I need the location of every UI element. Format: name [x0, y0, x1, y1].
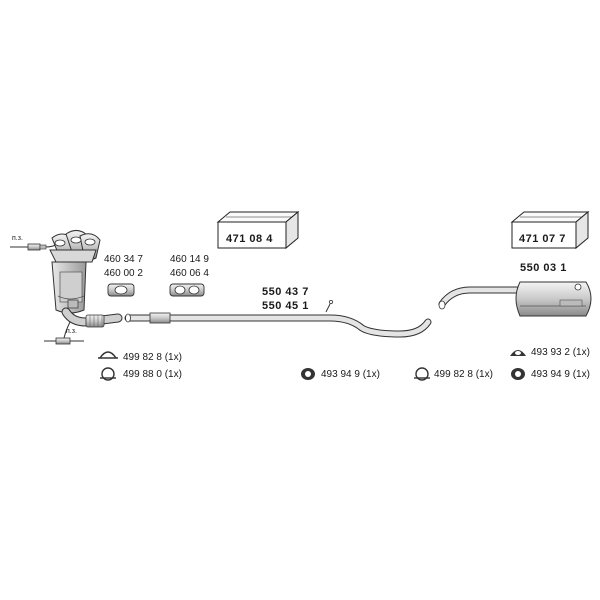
exhaust-manifold — [49, 230, 101, 263]
clamp-icon — [414, 367, 430, 381]
box-icon — [510, 210, 590, 250]
middle-pipe-number: 550 43 7 — [262, 286, 309, 298]
front-pipe — [61, 307, 123, 328]
fitting-label: 499 82 8 (1x) — [434, 369, 493, 380]
left-box-number: 471 08 4 — [226, 233, 273, 245]
gasket-icon — [107, 283, 135, 297]
catalytic-converter — [51, 261, 87, 314]
fitting-label: 493 94 9 (1x) — [531, 369, 590, 380]
middle-pipe — [124, 299, 432, 338]
gasket-number: 460 14 9 — [170, 254, 209, 265]
fitting-label: 499 88 0 (1x) — [123, 369, 182, 380]
fitting-label: 493 94 9 (1x) — [321, 369, 380, 380]
rear-muffler — [438, 281, 592, 317]
rubber-mount-icon — [301, 368, 315, 380]
right-box-number: 471 07 7 — [519, 233, 566, 245]
probe-label-bottom: п.з. — [66, 328, 77, 335]
clamp-icon — [98, 351, 118, 359]
box-icon — [216, 210, 300, 250]
rubber-mount-icon — [510, 350, 526, 356]
middle-pipe-number: 550 45 1 — [262, 300, 309, 312]
probe-label-top: п.з. — [12, 235, 23, 242]
fitting-label: 499 82 8 (1x) — [123, 352, 182, 363]
rubber-mount-icon — [511, 368, 525, 380]
gasket-number: 460 06 4 — [170, 268, 209, 279]
gasket-number: 460 00 2 — [104, 268, 143, 279]
rear-muffler-number: 550 03 1 — [520, 262, 567, 274]
gasket-number: 460 34 7 — [104, 254, 143, 265]
oxygen-sensor-icon — [10, 243, 59, 251]
oxygen-sensor-icon — [44, 321, 84, 345]
fitting-label: 493 93 2 (1x) — [531, 347, 590, 358]
gasket-icon — [169, 283, 205, 297]
clamp-icon — [100, 367, 116, 381]
